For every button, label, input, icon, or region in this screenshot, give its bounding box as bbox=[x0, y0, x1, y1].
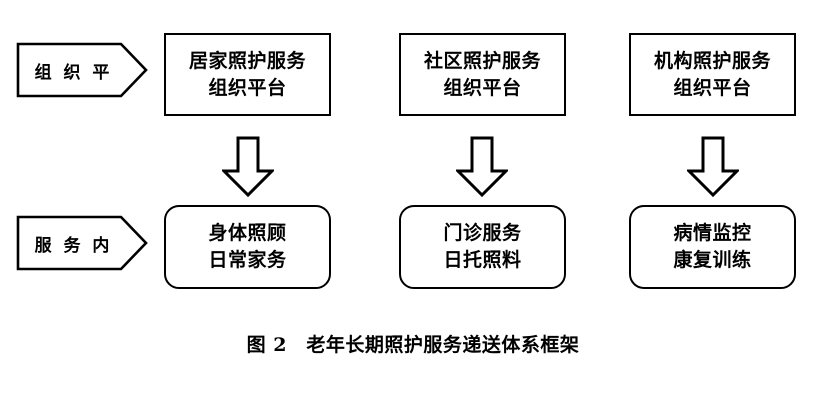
row-label-text: 组 织 平 bbox=[34, 62, 113, 83]
service-box-institutional-care: 病情监控 康复训练 bbox=[629, 205, 796, 289]
down-block-arrow-icon bbox=[222, 136, 274, 198]
row-label-service-content: 服 务 内 bbox=[16, 215, 148, 271]
platform-box-line-1: 居家照护服务 bbox=[188, 49, 306, 72]
row-label-organization-platform: 组 织 平 bbox=[16, 42, 148, 98]
service-box-community-care: 门诊服务 日托照料 bbox=[399, 205, 566, 289]
service-box-line-1: 门诊服务 bbox=[443, 222, 522, 245]
platform-box-home-care: 居家照护服务 组织平台 bbox=[164, 33, 331, 116]
row-label-text: 服 务 内 bbox=[34, 235, 113, 256]
pentagon-arrow-right-icon bbox=[16, 42, 148, 98]
service-box-line-1: 身体照顾 bbox=[208, 222, 287, 245]
platform-box-line-2: 组织平台 bbox=[443, 76, 522, 99]
service-box-home-care: 身体照顾 日常家务 bbox=[164, 205, 331, 289]
down-block-arrow-icon bbox=[687, 136, 739, 198]
down-block-arrow-home-care bbox=[222, 136, 274, 198]
down-block-arrow-community-care bbox=[456, 136, 508, 198]
service-box-line-2: 日托照料 bbox=[443, 249, 522, 271]
platform-box-line-2: 组织平台 bbox=[673, 76, 752, 99]
down-block-arrow-institutional-care bbox=[687, 136, 739, 198]
platform-box-line-2: 组织平台 bbox=[208, 76, 287, 99]
pentagon-arrow-right-icon bbox=[16, 215, 148, 271]
service-box-line-2: 康复训练 bbox=[673, 249, 752, 271]
platform-box-line-1: 机构照护服务 bbox=[653, 49, 771, 72]
down-block-arrow-icon bbox=[456, 136, 508, 198]
service-box-line-2: 日常家务 bbox=[208, 249, 287, 271]
figure-caption: 图 2 老年长期照护服务递送体系框架 bbox=[246, 334, 580, 356]
platform-box-institutional-care: 机构照护服务 组织平台 bbox=[629, 33, 796, 116]
platform-box-community-care: 社区照护服务 组织平台 bbox=[399, 33, 566, 116]
service-box-line-1: 病情监控 bbox=[673, 222, 752, 245]
platform-box-line-1: 社区照护服务 bbox=[423, 49, 541, 72]
